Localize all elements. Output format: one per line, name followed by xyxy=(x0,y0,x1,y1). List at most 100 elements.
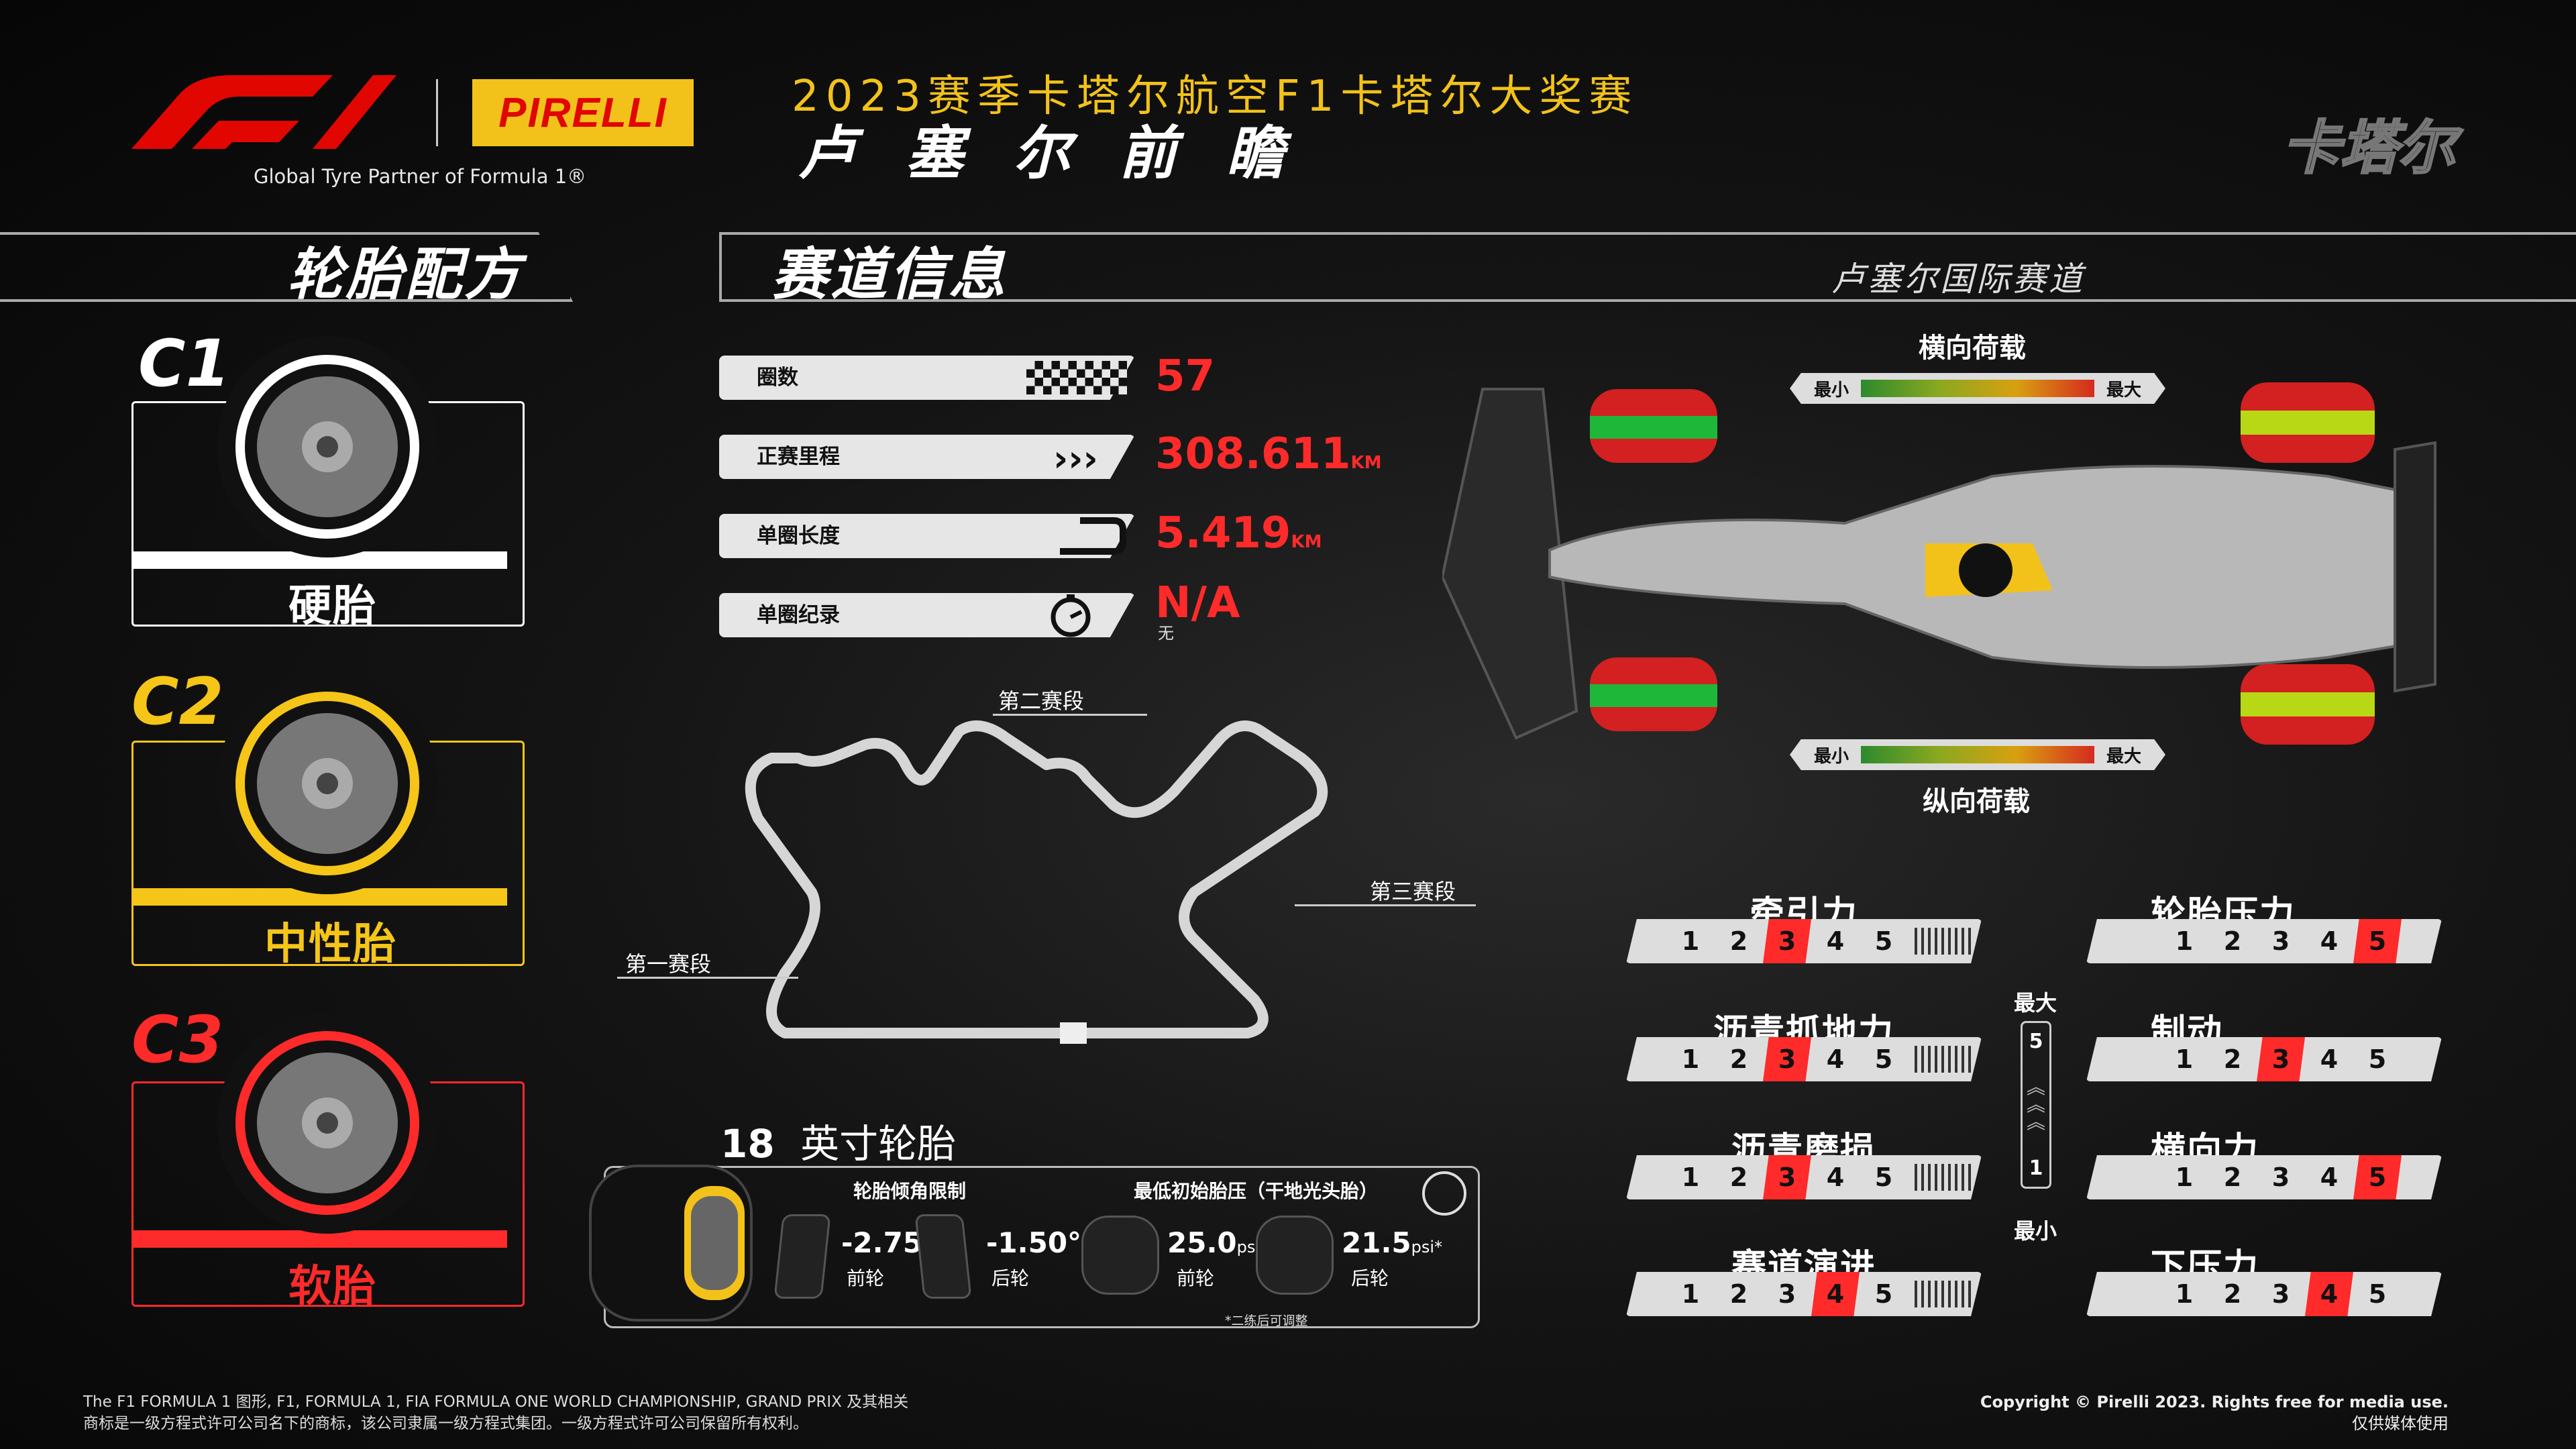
scale-chevrons-icon: ︽︽︽ xyxy=(2026,1076,2045,1133)
front-pressure-value: 25.0psi* xyxy=(1167,1226,1268,1259)
compounds-title: 轮胎配方 xyxy=(287,241,524,307)
rating-icon-left-3 xyxy=(1915,1281,1975,1307)
rating-number-right-3-5: 5 xyxy=(2368,1279,2387,1309)
tyre18-title: 18 英寸轮胎 xyxy=(720,1112,956,1169)
legal-line-1: The F1 FORMULA 1 图形, F1, FORMULA 1, FIA … xyxy=(83,1393,909,1411)
sector-1-line xyxy=(617,977,798,979)
front-camber-tyre-icon xyxy=(773,1214,831,1299)
stopwatch-icon xyxy=(1037,592,1104,641)
rating-number-left-2-5: 5 xyxy=(1874,1163,1893,1192)
rating-number-right-1-5: 5 xyxy=(2368,1044,2387,1074)
rating-icon-left-1 xyxy=(1915,1046,1975,1073)
stat-distance-unit: KM xyxy=(1350,453,1382,473)
rating-number-left-2-4: 4 xyxy=(1826,1163,1845,1192)
rating-number-left-0-1: 1 xyxy=(1681,926,1700,956)
rating-number-right-1-3: 3 xyxy=(2257,1037,2305,1081)
rating-number-left-1-2: 2 xyxy=(1729,1044,1748,1074)
tyre18-size: 18 xyxy=(720,1121,775,1167)
longitudinal-max-label: 最大 xyxy=(2106,746,2141,767)
scale-min-label: 最小 xyxy=(2014,1218,2057,1244)
compound-c1-tyre-icon xyxy=(213,333,441,564)
rear-camber-value: -1.50° xyxy=(986,1226,1082,1259)
lateral-max-label: 最大 xyxy=(2106,380,2141,400)
rear-pressure-number: 21.5 xyxy=(1342,1226,1411,1259)
sector-2-line xyxy=(993,714,1147,716)
rear-pressure-value: 21.5psi* xyxy=(1342,1226,1442,1259)
rating-number-left-3-5: 5 xyxy=(1874,1279,1893,1309)
sector-3-line xyxy=(1295,904,1476,906)
rating-number-right-1-1: 1 xyxy=(2175,1044,2194,1074)
rating-number-left-2-1: 1 xyxy=(1681,1163,1700,1192)
compound-c3-name: 软胎 xyxy=(288,1262,377,1311)
front-pressure-number: 25.0 xyxy=(1167,1226,1237,1259)
compound-c3-tyre-icon xyxy=(213,1009,441,1240)
longitudinal-min-label: 最小 xyxy=(1814,746,1849,767)
rating-number-right-0-2: 2 xyxy=(2223,926,2242,956)
rating-number-right-0-4: 4 xyxy=(2320,926,2339,956)
pirelli-logo-text: PIRELLI xyxy=(498,89,667,136)
stat-lap-length-number: 5.419 xyxy=(1155,508,1291,558)
rear-pressure-unit: psi* xyxy=(1411,1238,1443,1256)
copyright: Copyright © Pirelli 2023. Rights free fo… xyxy=(1980,1391,2449,1434)
rating-number-right-2-2: 2 xyxy=(2223,1163,2242,1192)
rating-number-left-0-3: 3 xyxy=(1763,919,1811,963)
longitudinal-load-title: 纵向荷载 xyxy=(1923,786,2030,817)
rating-number-right-3-4: 4 xyxy=(2305,1272,2353,1316)
pressure-note: *二练后可调整 xyxy=(1225,1313,1308,1328)
lateral-load-bar: 最小 最大 xyxy=(1790,373,2165,404)
stat-distance-value: 308.611KM xyxy=(1155,429,1382,479)
scale-max-label: 最大 xyxy=(2014,990,2057,1016)
lateral-load-title: 横向荷载 xyxy=(1919,333,2026,364)
legal-line-2: 商标是一级方程式许可公司名下的商标，该公司隶属一级方程式集团。一级方程式许可公司… xyxy=(83,1415,808,1432)
rating-icon-left-2 xyxy=(1915,1164,1975,1191)
scale-1-label: 1 xyxy=(2029,1157,2043,1180)
rating-number-left-3-4: 4 xyxy=(1811,1272,1860,1316)
longitudinal-load-bar: 最小 最大 xyxy=(1790,739,2165,770)
front-camber-label: 前轮 xyxy=(847,1267,885,1289)
compound-c3-code: C3 xyxy=(131,1002,224,1077)
rating-number-right-2-4: 4 xyxy=(2320,1163,2339,1192)
sector-3-label: 第三赛段 xyxy=(1370,879,1456,904)
stat-distance-number: 308.611 xyxy=(1155,429,1351,479)
track-map xyxy=(711,691,1355,1067)
rear-camber-label: 后轮 xyxy=(991,1267,1030,1289)
pressure-title: 最低初始胎压（干地光头胎） xyxy=(1134,1180,1379,1202)
pirelli-logo: PIRELLI xyxy=(472,79,694,146)
logo-divider xyxy=(436,79,438,146)
rating-number-right-2-3: 3 xyxy=(2271,1163,2290,1192)
rear-pressure-label: 后轮 xyxy=(1351,1267,1389,1289)
legal-text: The F1 FORMULA 1 图形, F1, FORMULA 1, FIA … xyxy=(83,1391,908,1434)
compound-c2-code: C2 xyxy=(131,664,224,739)
rating-number-right-3-2: 2 xyxy=(2223,1279,2242,1309)
rating-number-left-0-2: 2 xyxy=(1729,926,1748,956)
subtitle-venue: 卢 塞 尔 xyxy=(798,120,1085,187)
rating-icon-right-2 xyxy=(2086,1155,2160,1199)
camber-title: 轮胎倾角限制 xyxy=(853,1180,967,1202)
scale-indicator: 5 ︽︽︽ 1 xyxy=(2021,1021,2051,1189)
car-illustration xyxy=(1440,376,2475,751)
page-subtitle: 卢 塞 尔前 瞻 xyxy=(798,106,1299,190)
rating-number-right-1-4: 4 xyxy=(2320,1044,2339,1074)
tyre18-icon xyxy=(584,1159,758,1330)
chequered-flag-icon xyxy=(1026,361,1127,394)
stat-lap-length-value: 5.419KM xyxy=(1155,508,1322,558)
sector-1-label: 第一赛段 xyxy=(625,951,712,977)
rating-number-left-3-2: 2 xyxy=(1729,1279,1748,1309)
partner-tagline: Global Tyre Partner of Formula 1® xyxy=(254,165,587,188)
scale-5-label: 5 xyxy=(2029,1030,2043,1053)
circuit-name: 卢塞尔国际赛道 xyxy=(1831,260,2085,299)
copyright-line: Copyright © Pirelli 2023. Rights free fo… xyxy=(1980,1393,2449,1411)
rating-number-right-1-2: 2 xyxy=(2223,1044,2242,1074)
page-title: 2023赛季卡塔尔航空F1卡塔尔大奖赛 xyxy=(792,72,1639,121)
rating-number-left-2-2: 2 xyxy=(1729,1163,1748,1192)
compound-c2-name: 中性胎 xyxy=(264,920,397,969)
rating-number-right-3-1: 1 xyxy=(2175,1279,2194,1309)
stat-lap-record-note: 无 xyxy=(1158,624,1174,643)
stat-lap-record-value: N/A xyxy=(1155,578,1240,628)
